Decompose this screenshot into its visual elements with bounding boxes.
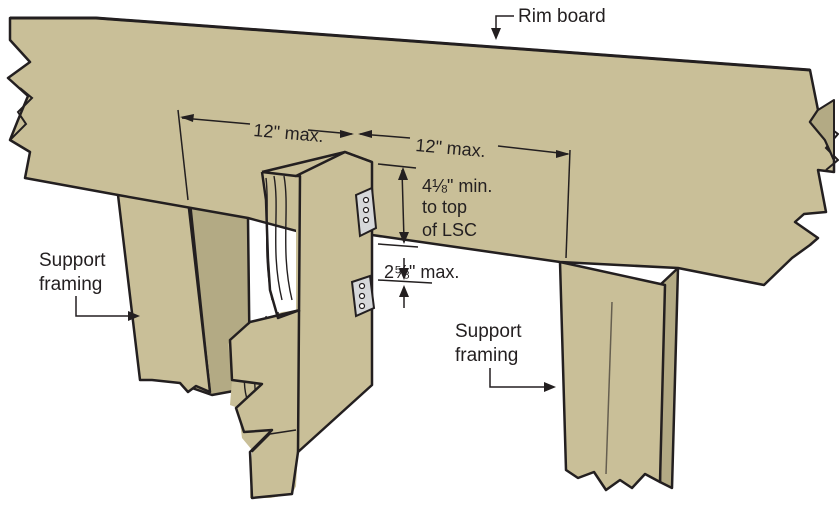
left-support-post [116, 193, 252, 397]
rim-board-leader [491, 15, 514, 40]
support-framing-right-line1: Support [455, 321, 522, 342]
right-support-post [558, 260, 680, 492]
lsc-connector-top [354, 186, 378, 238]
dimension-right-spacing [358, 130, 571, 259]
dimension-left-spacing [177, 109, 354, 201]
dimension-top-clearance-line2: to top [422, 197, 467, 217]
dimension-top-clearance-line1: 4⅛" min. [422, 176, 492, 196]
support-framing-left-line2: framing [39, 274, 102, 295]
support-framing-right-line2: framing [455, 345, 518, 366]
lsc-connector-bottom [350, 274, 376, 318]
support-framing-left-line1: Support [39, 250, 106, 271]
rim-board [6, 16, 839, 287]
dimension-top-clearance [377, 163, 419, 248]
dimension-bottom-gap-label: 2⅝" max. [384, 262, 459, 282]
rim-board-label: Rim board [518, 6, 606, 27]
support-framing-right-leader [489, 368, 556, 392]
dimension-top-clearance-line3: of LSC [422, 220, 477, 240]
joist [228, 150, 374, 500]
dimension-bottom-gap [377, 258, 433, 308]
support-framing-left-leader [75, 296, 140, 321]
